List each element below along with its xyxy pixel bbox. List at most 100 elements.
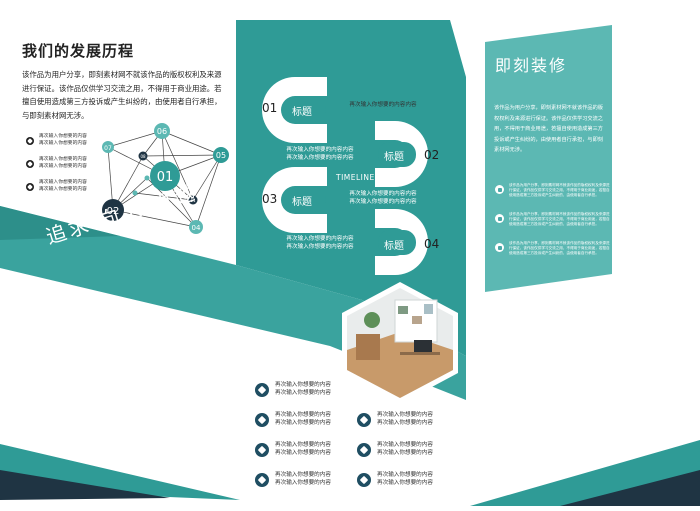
bullet-icon (255, 442, 269, 457)
bottom-item-text: 再次输入你想要的内容 (275, 449, 331, 456)
node-label: 07 (104, 145, 112, 152)
bottom-item-text: 再次输入你想要的内容 (377, 419, 433, 426)
bottom-item-text: 再次输入你想要的内容 (377, 412, 433, 418)
step-number: 02 (424, 148, 440, 162)
network-node (102, 199, 124, 221)
tag-pill (288, 97, 326, 122)
bottom-item: 再次输入你想要的内容再次输入你想要的内容 (255, 412, 331, 427)
right-panel-title: 即刻装修 (495, 56, 568, 75)
legend-text: 再次输入你想要的内容 (39, 186, 87, 192)
step-text: 再次输入你想要的内容内容 再次输入你想要的内容内容 (265, 146, 375, 162)
step-tag: 标题 (292, 197, 312, 208)
bottom-item: 再次输入你想要的内容再次输入你想要的内容 (255, 382, 331, 397)
right-panel-bg (485, 25, 612, 292)
node-label: 08 (140, 154, 146, 159)
bottom-item-text: 再次输入你想要的内容 (275, 442, 331, 448)
step-text-line: 再次输入你想要的内容内容 (286, 147, 354, 153)
bottom-item-text: 再次输入你想要的内容 (377, 472, 433, 478)
bottom-item: 再次输入你想要的内容再次输入你想要的内容 (357, 442, 433, 457)
network-node-center (150, 161, 180, 191)
bottom-left-stripe-dark (0, 470, 170, 500)
bottom-right-stripe-dark (560, 470, 700, 506)
bullet-icon (357, 442, 371, 457)
bottom-item-text: 再次输入你想要的内容 (275, 472, 331, 478)
bullet-icon (255, 472, 269, 487)
right-panel-item: 该作品为用户分享，即刻素材网不就该作品的版权权利及来源进行保证，该作品仅供学习交… (495, 212, 611, 228)
step-text-line: 再次输入你想要的内容内容 (286, 236, 354, 242)
bottom-item-text: 再次输入你想要的内容 (377, 442, 433, 448)
legend-text: 再次输入你想要的内容 (39, 157, 87, 162)
diagonal-band-dark (0, 206, 120, 240)
right-panel-item-text: 该作品为用户分享，即刻素材网不就该作品的版权权利及来源进行保证，该作品仅供学习交… (509, 241, 610, 256)
step-text-line: 再次输入你想要的内容内容 (286, 155, 354, 161)
step-number: 01 (262, 101, 278, 115)
bottom-item: 再次输入你想要的内容再次输入你想要的内容 (255, 472, 331, 487)
step-text-line: 再次输入你想要的内容内容 (286, 244, 354, 250)
bullet-icon (26, 136, 34, 145)
network-dot (132, 190, 138, 196)
tag-pill (378, 142, 416, 167)
step-text: 再次输入你想要的内容内容 (333, 101, 433, 109)
bottom-item-text: 再次输入你想要的内容 (275, 412, 331, 418)
legend-item: 再次输入你想要的内容再次输入你想要的内容 (26, 134, 87, 147)
bottom-item: 再次输入你想要的内容再次输入你想要的内容 (255, 442, 331, 457)
network-node (189, 220, 203, 234)
bullet-icon (357, 412, 371, 427)
page-title: 我们的发展历程 (22, 42, 135, 60)
right-panel-item-text: 该作品为用户分享，即刻素材网不就该作品的版权权利及来源进行保证，该作品仅供学习交… (509, 212, 610, 227)
node-label: 02 (107, 206, 120, 217)
legend-text: 再次输入你想要的内容 (39, 134, 87, 139)
network-node (138, 151, 148, 161)
network-diagram: 01 02 04 05 06 07 08 11 (102, 123, 229, 234)
info-icon (495, 214, 504, 223)
right-panel-item: 该作品为用户分享，即刻素材网不就该作品的版权权利及来源进行保证，该作品仅供学习交… (495, 241, 611, 257)
tag-pill (288, 187, 326, 212)
bottom-item-text: 再次输入你想要的内容 (275, 389, 331, 396)
timeline-label: TIMELINE (336, 173, 375, 182)
bottom-item-text: 再次输入你想要的内容 (377, 479, 433, 486)
node-label: 11 (190, 198, 196, 203)
bottom-item-text: 再次输入你想要的内容 (275, 479, 331, 486)
info-icon (495, 243, 504, 252)
step-number: 03 (262, 192, 278, 206)
timeline-u-shape-04 (375, 209, 428, 275)
node-label-center: 01 (157, 170, 174, 185)
bottom-item-text: 再次输入你想要的内容 (275, 382, 331, 388)
right-panel-description: 该作品为用户分享，即刻素材网不就该作品的版权权利及来源进行保证。该作品仅供学习交… (494, 105, 603, 153)
step-text-line: 再次输入你想要的内容内容 (349, 199, 417, 205)
intro-paragraph: 该作品为用户分享，即刻素材网不就该作品的版权权利及来源进行保证。该作品仅供学习交… (22, 70, 222, 120)
timeline-shapes (262, 77, 428, 275)
step-text-line: 再次输入你想要的内容内容 (349, 102, 417, 108)
legend-text: 再次输入你想要的内容 (39, 140, 87, 146)
step-text: 再次输入你想要的内容内容 再次输入你想要的内容内容 (333, 190, 433, 206)
bottom-item-text: 再次输入你想要的内容 (377, 449, 433, 456)
bullet-icon (255, 382, 269, 397)
bullet-icon (255, 412, 269, 427)
network-node (213, 147, 229, 163)
step-text: 再次输入你想要的内容内容 再次输入你想要的内容内容 (265, 235, 375, 251)
bottom-item: 再次输入你想要的内容再次输入你想要的内容 (357, 472, 433, 487)
info-icon (495, 185, 504, 194)
bullet-icon (26, 182, 34, 191)
timeline-u-shape-03 (262, 167, 327, 233)
node-label: 06 (157, 127, 167, 136)
timeline-u-shape-02 (375, 121, 428, 187)
network-node (102, 141, 114, 153)
network-node (188, 195, 198, 205)
legend-text: 再次输入你想要的内容 (39, 180, 87, 185)
node-label: 04 (192, 224, 201, 232)
step-tag: 标题 (384, 241, 404, 252)
bottom-item: 再次输入你想要的内容再次输入你想要的内容 (357, 412, 433, 427)
legend-item: 再次输入你想要的内容再次输入你想要的内容 (26, 180, 87, 193)
bottom-item-text: 再次输入你想要的内容 (275, 419, 331, 426)
legend-text: 再次输入你想要的内容 (39, 163, 87, 169)
step-tag: 标题 (384, 152, 404, 163)
step-number: 04 (424, 237, 440, 251)
node-label: 05 (216, 151, 226, 160)
right-panel-item: 该作品为用户分享，即刻素材网不就该作品的版权权利及来源进行保证，该作品仅供学习交… (495, 183, 611, 199)
bullet-icon (26, 159, 34, 168)
step-tag: 标题 (292, 107, 312, 118)
tag-pill (378, 230, 416, 255)
right-panel-item-text: 该作品为用户分享，即刻素材网不就该作品的版权权利及来源进行保证，该作品仅供学习交… (509, 183, 610, 198)
bullet-icon (357, 472, 371, 487)
